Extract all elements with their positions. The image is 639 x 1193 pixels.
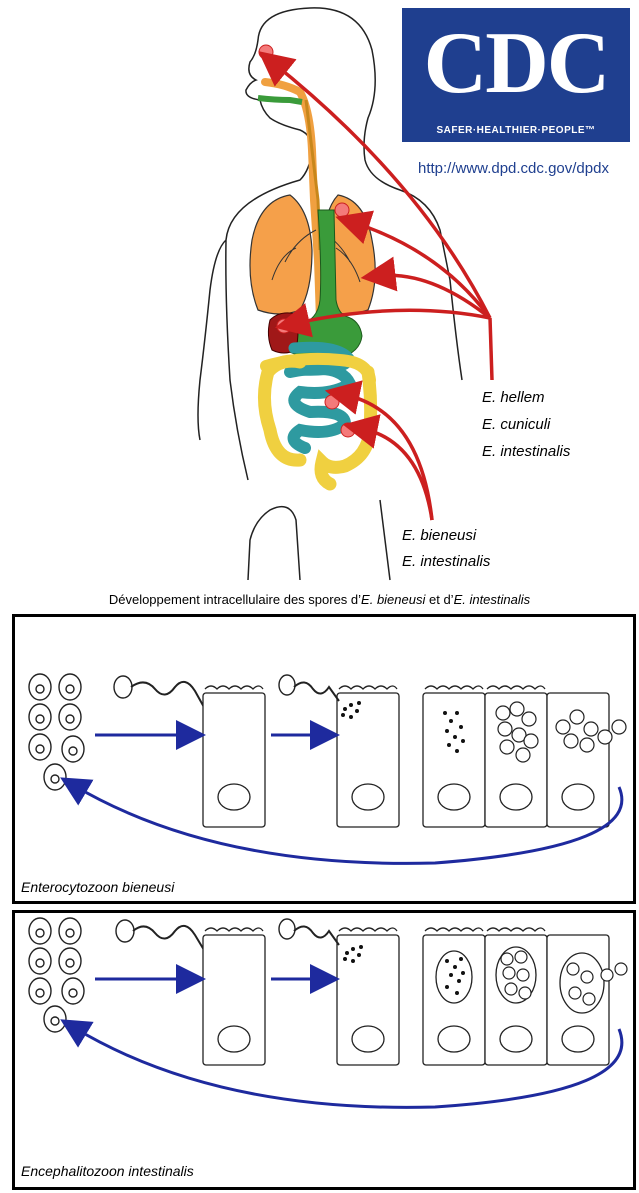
germinating-spore-2 (279, 919, 339, 945)
cdc-logo-letters: CDC (402, 14, 630, 114)
spot-sinus (259, 45, 273, 59)
caption-middle: et d’ (425, 592, 453, 607)
cells (203, 928, 609, 1065)
germinating-spore-1 (114, 676, 205, 709)
throat-green (258, 98, 302, 102)
cdc-logo-tagline: SAFER·HEALTHIER·PEOPLE™ (402, 125, 630, 136)
caption-prefix: Développement intracellulaire des spores… (109, 592, 361, 607)
spores (29, 674, 84, 790)
spot-intestine-1 (325, 395, 339, 409)
spot-lung (335, 203, 349, 217)
arrow-stem (490, 318, 492, 380)
panel-2-label: Encephalitozoon intestinalis (21, 1163, 194, 1179)
cdc-url: http://www.dpd.cdc.gov/dpdx (418, 160, 609, 177)
small-intestine (290, 369, 350, 448)
spot-intestine-2 (341, 423, 355, 437)
germinating-spore-1 (116, 920, 207, 955)
species-upper-3: E. intestinalis (482, 443, 570, 461)
spot-liver (277, 319, 291, 333)
panel-2-diagram (15, 913, 633, 1187)
spores (29, 918, 84, 1032)
panel-enterocytozoon: Enterocytozoon bieneusi (12, 614, 636, 904)
species-upper-1: E. hellem (482, 389, 545, 407)
species-lower-2: E. intestinalis (402, 553, 490, 571)
cdc-logo: CDC SAFER·HEALTHIER·PEOPLE™ (402, 8, 630, 142)
caption-species-2: E. intestinalis (454, 592, 531, 607)
panel-encephalitozoon: Encephalitozoon intestinalis (12, 910, 636, 1190)
left-lung (250, 195, 312, 314)
large-intestine (264, 361, 370, 484)
germinating-spore-2 (279, 675, 339, 701)
development-caption: Développement intracellulaire des spores… (0, 592, 639, 607)
species-upper-2: E. cuniculi (482, 416, 550, 434)
species-lower-1: E. bieneusi (402, 527, 476, 545)
panel-1-label: Enterocytozoon bieneusi (21, 879, 174, 895)
panel-1-diagram (15, 617, 633, 901)
caption-species-1: E. bieneusi (361, 592, 425, 607)
cells (203, 686, 609, 827)
